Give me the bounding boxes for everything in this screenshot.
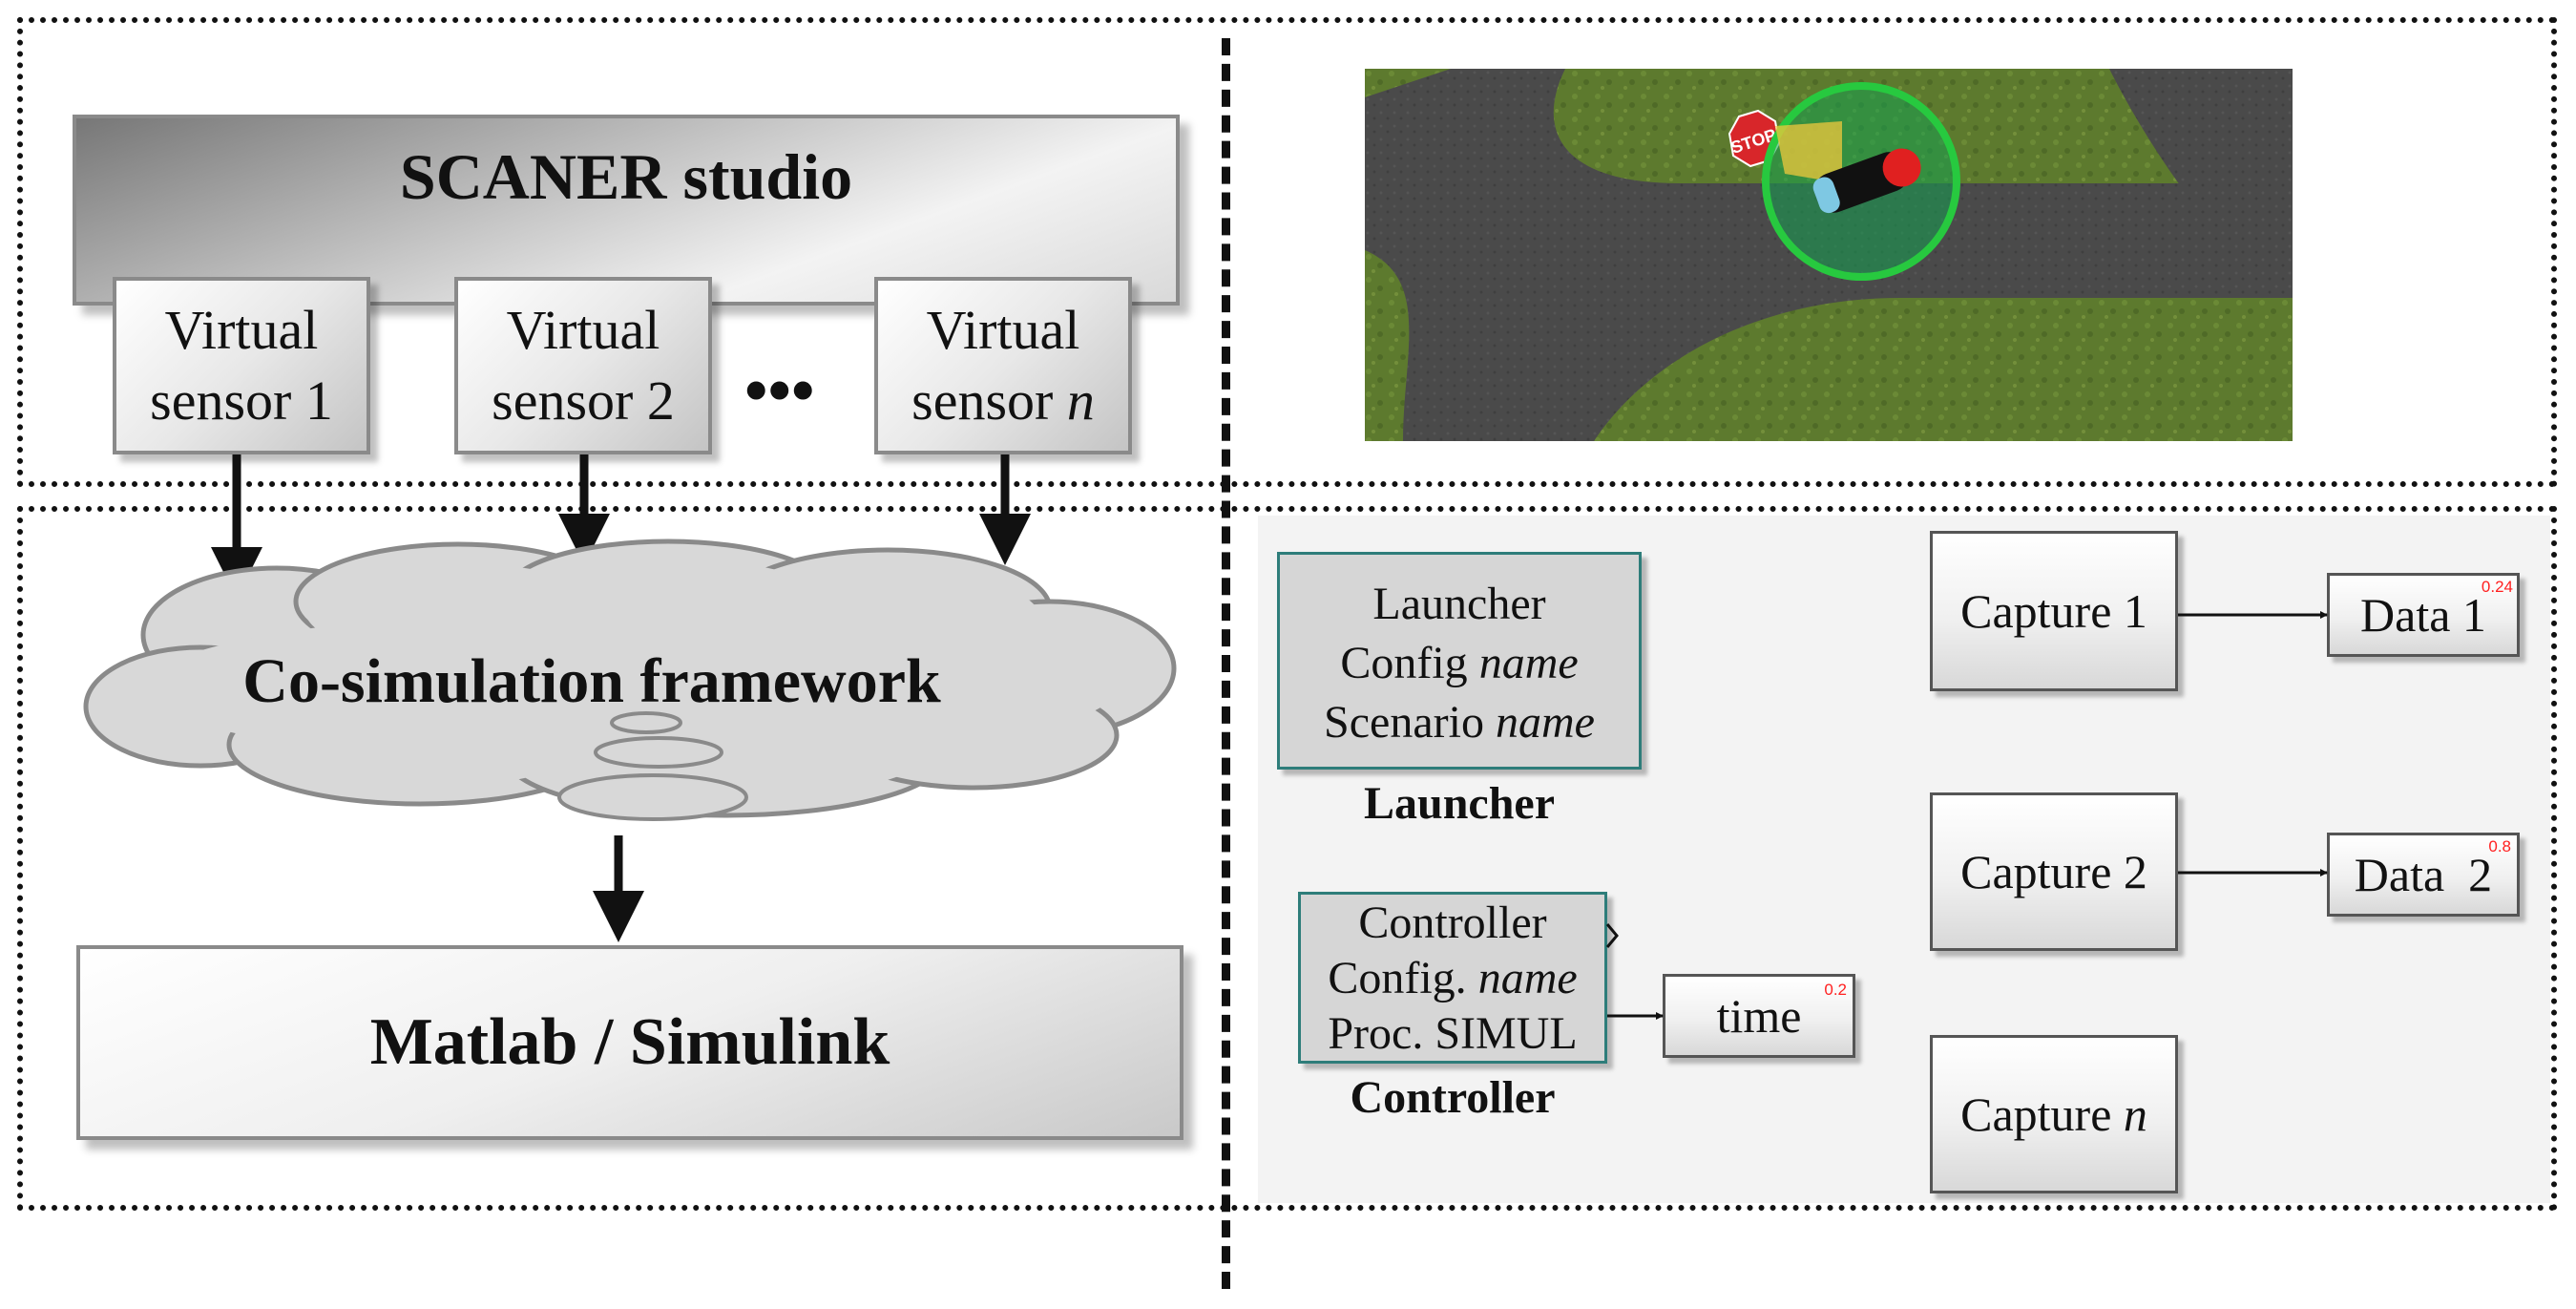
capture-n-label: Capture n: [1960, 1087, 2147, 1141]
controller-line3: Proc. SIMUL: [1328, 1008, 1578, 1059]
virtual-sensor-2: Virtual sensor 2: [454, 277, 712, 454]
bottom-frame: [17, 506, 2557, 1211]
virtual-sensor-2-line1: Virtual: [506, 299, 660, 361]
data-2-block[interactable]: Data 2 0.8: [2327, 833, 2520, 917]
controller-line2: Config. name: [1328, 953, 1578, 1003]
matlab-simulink-title: Matlab / Simulink: [369, 1005, 890, 1079]
vehicle: [1812, 148, 1921, 214]
controller-label: Controller: [1350, 1072, 1556, 1123]
controller-line1: Controller: [1358, 897, 1547, 948]
virtual-sensor-n-line1: Virtual: [926, 299, 1080, 361]
launcher-label: Launcher: [1363, 778, 1555, 829]
top-frame: [17, 17, 2557, 487]
capture-2-label: Capture 2: [1960, 845, 2147, 898]
data-2-badge: 0.8: [2488, 837, 2511, 855]
cosim-cloud: [83, 538, 1177, 821]
capture-1-label: Capture 1: [1960, 584, 2147, 638]
launcher-block[interactable]: Launcher Config name Scenario name: [1277, 552, 1642, 770]
time-label: time: [1716, 989, 1802, 1043]
sensor-ellipsis: •••: [744, 354, 815, 428]
scaner-studio-box: SCANER studio: [73, 115, 1180, 306]
launcher-line2: Config name: [1340, 638, 1579, 688]
data-1-block[interactable]: Data 1 0.24: [2327, 573, 2520, 657]
data-1-badge: 0.24: [2481, 578, 2513, 596]
virtual-sensor-n-line2: sensor n: [911, 369, 1095, 432]
virtual-sensor-1-line2: sensor 1: [150, 369, 333, 432]
controller-block[interactable]: Controller Config. name Proc. SIMUL: [1298, 892, 1607, 1064]
virtual-sensor-1: Virtual sensor 1: [113, 277, 370, 454]
capture-n-block[interactable]: Capture n: [1930, 1035, 2178, 1193]
launcher-line1: Launcher: [1372, 579, 1546, 629]
data-2-label: Data 2: [2354, 848, 2493, 901]
capture-2-block[interactable]: Capture 2: [1930, 792, 2178, 951]
virtual-sensor-2-line2: sensor 2: [492, 369, 675, 432]
controller-outport: [1605, 923, 1619, 948]
virtual-sensor-1-line1: Virtual: [164, 299, 319, 361]
matlab-simulink-box: Matlab / Simulink: [76, 945, 1183, 1140]
virtual-sensor-n-italic: n: [1066, 369, 1095, 432]
data-1-label: Data 1: [2360, 588, 2486, 642]
simulation-scene: STOP: [1365, 69, 2293, 441]
time-badge: 0.2: [1824, 981, 1847, 999]
section-divider: [1222, 38, 1230, 1289]
virtual-sensor-n: Virtual sensor n: [874, 277, 1132, 454]
time-block[interactable]: time 0.2: [1663, 974, 1855, 1058]
launcher-line3: Scenario name: [1324, 697, 1595, 748]
capture-1-block[interactable]: Capture 1: [1930, 531, 2178, 691]
left-arrows: [211, 454, 1031, 942]
cosim-title: Co-simulation framework: [242, 646, 941, 716]
scaner-studio-title: SCANER studio: [399, 140, 853, 213]
